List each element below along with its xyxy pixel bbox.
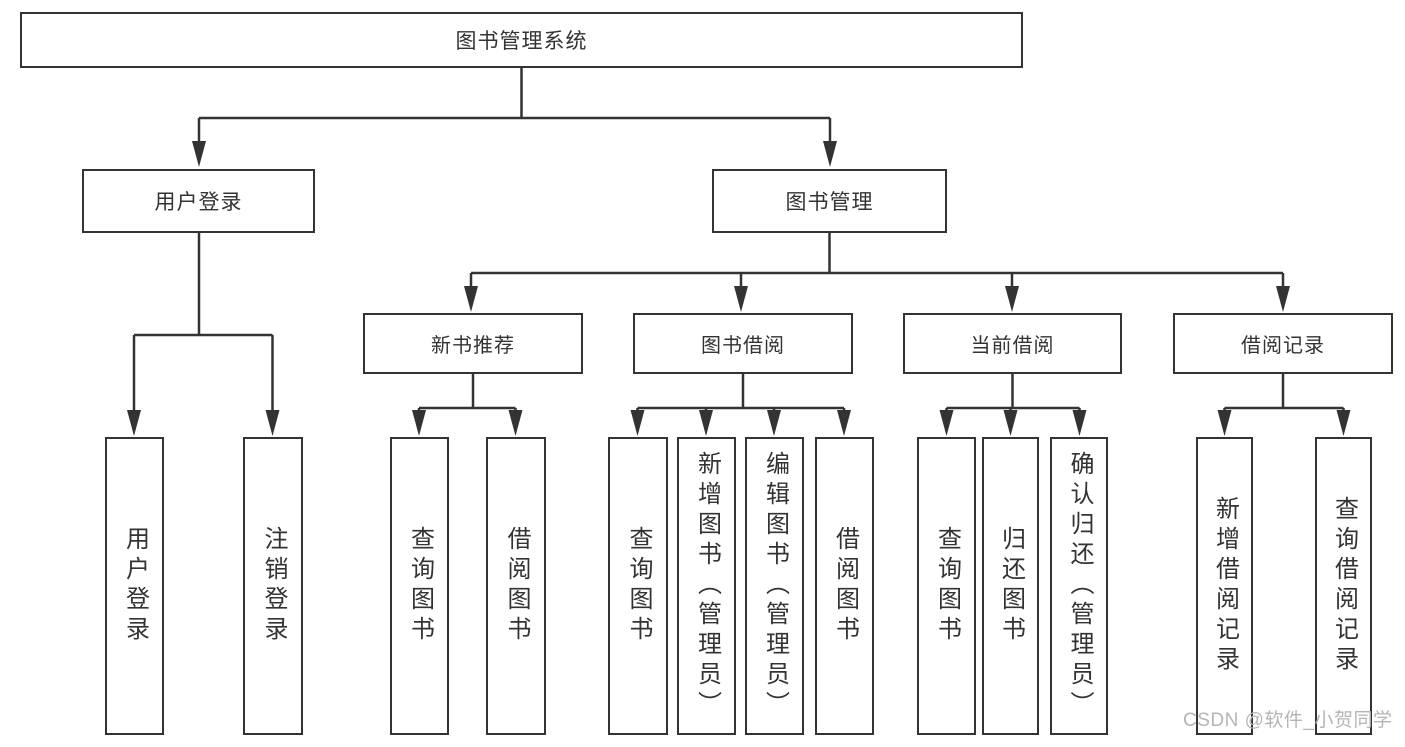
arrow-leaf-logout-icon	[265, 410, 280, 436]
leaf-cb-return-books-label: 归还图书	[997, 526, 1025, 646]
leaf-cb-confirm-return-admin-label: 确认归还（管理员）	[1066, 451, 1093, 721]
leaf-cb-return-books: 归还图书	[982, 437, 1039, 735]
arrow-cb-c3-icon	[1072, 410, 1087, 436]
arrow-new-books-icon	[464, 286, 478, 312]
leaf-cb-query-books-label: 查询图书	[933, 526, 961, 646]
node-book-borrowing-label: 图书借阅	[701, 335, 785, 357]
arrow-nb-c1-icon	[412, 410, 426, 436]
arrow-bw-c3-icon	[767, 410, 781, 436]
arrow-nb-c2-icon	[508, 410, 523, 436]
node-new-book-recommend-label: 新书推荐	[431, 335, 515, 357]
node-book-management-label: 图书管理	[785, 191, 874, 214]
leaf-br-query-record-label: 查询借阅记录	[1330, 496, 1358, 676]
leaf-br-add-record-label: 新增借阅记录	[1211, 496, 1239, 676]
leaf-bw-borrow-books-label: 借阅图书	[831, 526, 859, 646]
leaf-user-login: 用户登录	[105, 437, 164, 735]
leaf-bw-edit-books-admin-label: 编辑图书（管理员）	[761, 451, 789, 721]
leaf-br-add-record: 新增借阅记录	[1196, 437, 1253, 735]
node-book-management: 图书管理	[712, 169, 947, 233]
arrow-bw-c1-icon	[630, 410, 645, 436]
leaf-bw-query-books: 查询图书	[608, 437, 668, 735]
arrow-br-c2-icon	[1336, 410, 1351, 436]
leaf-bw-borrow-books: 借阅图书	[815, 437, 874, 735]
node-current-borrowing: 当前借阅	[903, 313, 1122, 374]
leaf-logout-label: 注销登录	[260, 526, 287, 646]
arrow-bw-c2-icon	[699, 410, 713, 436]
node-borrow-records: 借阅记录	[1173, 313, 1393, 374]
arrow-br-c1-icon	[1217, 410, 1232, 436]
leaf-bw-add-books-admin-label: 新增图书（管理员）	[693, 451, 721, 721]
arrow-user-login-icon	[192, 141, 206, 167]
leaf-bw-query-books-label: 查询图书	[625, 526, 652, 646]
leaf-nb-borrow-books-label: 借阅图书	[503, 526, 530, 646]
arrow-leaf-login-icon	[127, 410, 141, 436]
node-user-login-label: 用户登录	[154, 191, 243, 214]
leaf-nb-query-books-label: 查询图书	[406, 526, 434, 646]
arrow-cb-c1-icon	[939, 410, 954, 436]
arrow-records-icon	[1276, 286, 1290, 312]
arrow-current-icon	[1005, 286, 1019, 312]
node-book-borrowing: 图书借阅	[633, 313, 853, 374]
node-user-login: 用户登录	[82, 169, 315, 233]
csdn-watermark: CSDN @软件_小贺同学	[1183, 710, 1393, 731]
node-new-book-recommend: 新书推荐	[363, 313, 583, 374]
node-borrow-records-label: 借阅记录	[1241, 335, 1325, 357]
arrow-cb-c2-icon	[1003, 410, 1018, 436]
leaf-logout: 注销登录	[243, 437, 303, 735]
arrow-bw-c4-icon	[837, 410, 851, 436]
leaf-nb-query-books: 查询图书	[390, 437, 449, 735]
node-current-borrowing-label: 当前借阅	[970, 335, 1055, 357]
leaf-bw-add-books-admin: 新增图书（管理员）	[677, 437, 736, 735]
leaf-cb-confirm-return-admin: 确认归还（管理员）	[1050, 437, 1108, 735]
leaf-cb-query-books: 查询图书	[917, 437, 976, 735]
node-root: 图书管理系统	[20, 12, 1023, 68]
arrowheads	[127, 141, 1351, 436]
leaf-nb-borrow-books: 借阅图书	[486, 437, 546, 735]
node-root-label: 图书管理系统	[455, 30, 588, 53]
leaf-user-login-label: 用户登录	[121, 526, 149, 646]
arrow-borrowing-icon	[734, 286, 748, 312]
leaf-bw-edit-books-admin: 编辑图书（管理员）	[745, 437, 804, 735]
arrow-book-mgmt-icon	[823, 141, 837, 167]
leaf-br-query-record: 查询借阅记录	[1315, 437, 1372, 735]
